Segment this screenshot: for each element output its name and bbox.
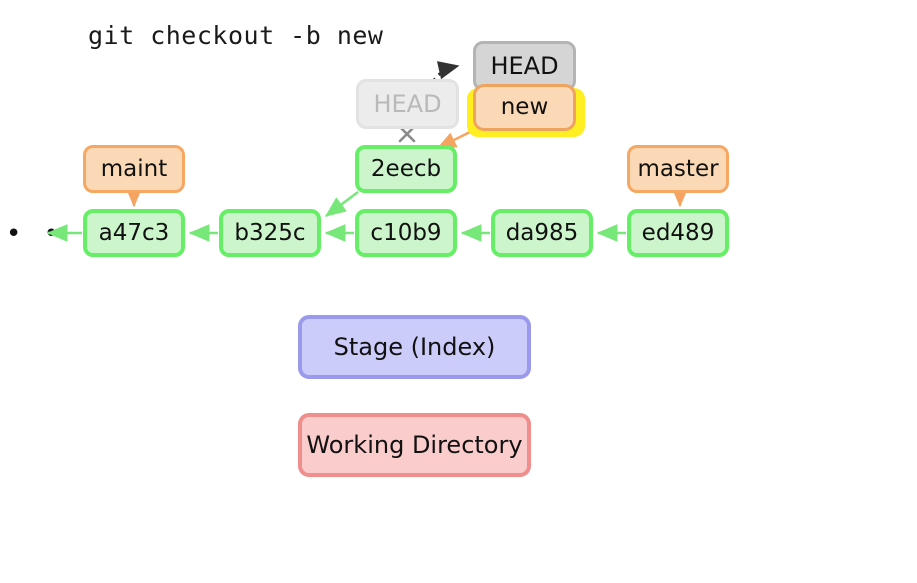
branch-label-maint[interactable]: maint [83,145,185,193]
commit-node-2eecb[interactable]: 2eecb [355,145,457,193]
working-directory-box[interactable]: Working Directory [298,413,531,477]
arrow-2eecb-to-b325c [324,190,359,218]
command-title: git checkout -b new [88,21,384,50]
commit-node-a47c3[interactable]: a47c3 [83,209,185,257]
branch-label-master[interactable]: master [627,145,729,193]
commit-node-b325c[interactable]: b325c [219,209,321,257]
commit-node-da985[interactable]: da985 [491,209,593,257]
branch-label-new[interactable]: new [473,84,576,131]
commit-node-c10b9[interactable]: c10b9 [355,209,457,257]
stage-index-box[interactable]: Stage (Index) [298,315,531,379]
head-label-previous: HEAD [356,79,459,129]
head-detach-x-mark [398,125,416,143]
commit-node-ed489[interactable]: ed489 [627,209,729,257]
